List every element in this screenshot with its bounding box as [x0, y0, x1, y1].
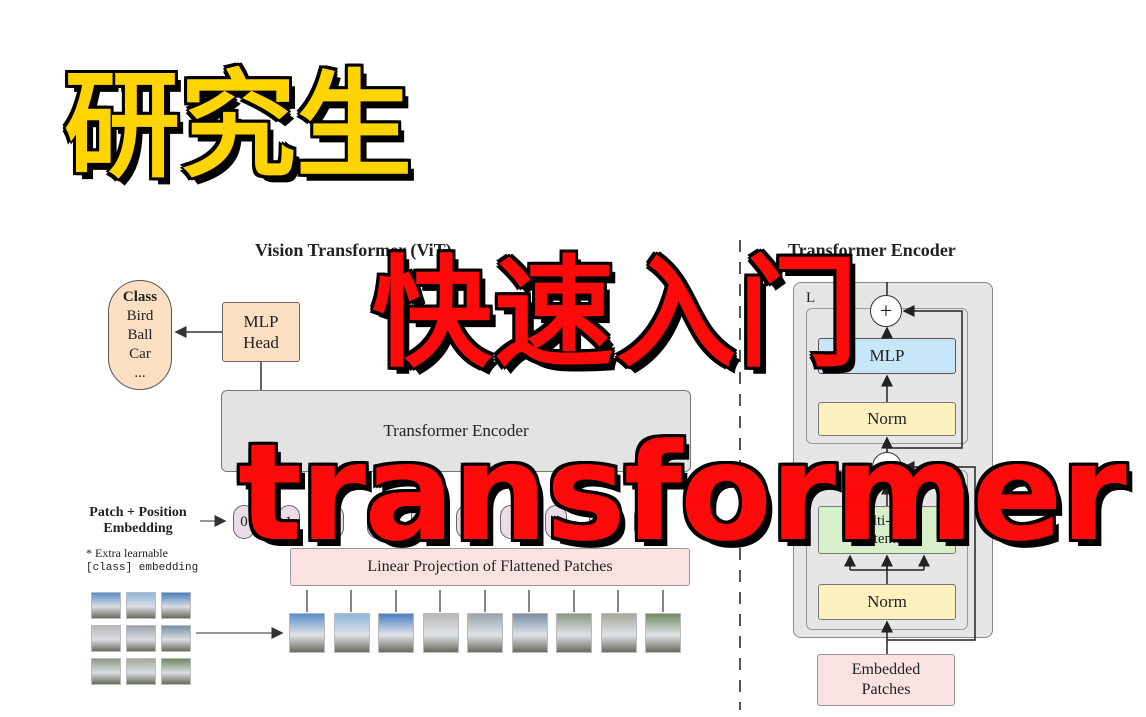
- overlay-title-red-line1: 快速入门: [372, 245, 860, 384]
- class-output-box: Class Bird Ball Car ...: [108, 280, 172, 390]
- residual-add-top: +: [870, 295, 902, 327]
- extra-note-line2: [class] embedding: [86, 562, 199, 574]
- overlay-title-yellow: 研究生: [64, 59, 412, 194]
- norm-label: Norm: [867, 592, 907, 611]
- position-token: [455, 505, 478, 539]
- vit-title: Vision Transformer (ViT): [255, 240, 452, 260]
- position-token: [500, 505, 522, 539]
- flattened-patch: [511, 613, 548, 653]
- encoder-l-label: L: [806, 290, 816, 306]
- mlp-head-box: MLP Head: [222, 302, 300, 362]
- projection-label: Linear Projection of Flattened Patches: [367, 558, 613, 575]
- multi-head-attention-box: Multi-Head Attention: [818, 506, 956, 554]
- position-token: 1: [277, 505, 300, 539]
- class-item: Car: [129, 345, 151, 362]
- plus-symbol: +: [881, 455, 893, 478]
- image-patch: [91, 658, 121, 685]
- extra-note: * Extra learnable [class] embedding: [86, 546, 198, 576]
- embedded-line1: Embedded: [851, 661, 921, 678]
- norm-label: Norm: [867, 409, 907, 428]
- encoder-norm-top: Norm: [818, 402, 956, 436]
- image-patch: [91, 625, 121, 652]
- image-patch: [126, 592, 156, 619]
- flattened-patch: [645, 613, 681, 653]
- position-token: [411, 505, 433, 539]
- encoder-norm-bottom: Norm: [818, 584, 956, 620]
- vit-transformer-encoder: Transformer Encoder: [221, 390, 691, 472]
- class-title: Class: [122, 288, 158, 305]
- embedding-label-line2: Embedding: [103, 521, 173, 536]
- image-patch: [126, 658, 156, 685]
- flattened-patch: [600, 613, 637, 653]
- residual-add-bottom: +: [872, 452, 902, 482]
- flattened-patch: [378, 613, 414, 653]
- position-token: [322, 505, 344, 539]
- flattened-patch: [333, 613, 370, 653]
- attention-line2: Attention: [858, 531, 916, 547]
- encoder-title: Transformer Encoder: [788, 240, 956, 260]
- extra-note-line1: * Extra learnable: [86, 546, 168, 560]
- image-patch: [126, 625, 156, 652]
- class-item: Ball: [127, 326, 153, 343]
- position-token: [366, 505, 389, 539]
- mlp-head-line1: MLP: [243, 312, 279, 331]
- embedding-label-line1: Patch + Position: [89, 505, 187, 520]
- plus-symbol: +: [879, 298, 893, 323]
- position-token: [633, 505, 656, 539]
- mlp-head-line2: Head: [243, 333, 279, 352]
- flattened-patch: [289, 613, 325, 653]
- image-patch: [91, 592, 121, 619]
- flattened-patch: [422, 613, 459, 653]
- overlay-title-red-line2: transformer: [238, 415, 1127, 571]
- image-patch: [161, 625, 191, 652]
- image-patch: [161, 592, 191, 619]
- encoder-mlp-label: MLP: [869, 346, 905, 365]
- position-token: 0: [233, 505, 255, 539]
- attention-line1: Multi-Head: [852, 513, 922, 529]
- embedded-line2: Patches: [861, 681, 911, 698]
- class-item: ...: [134, 364, 146, 381]
- linear-projection-box: Linear Projection of Flattened Patches: [290, 548, 690, 586]
- class-item: Bird: [126, 307, 154, 324]
- embedding-label: Patch + Position Embedding: [78, 505, 198, 537]
- embedded-patches-box: Embedded Patches: [817, 654, 955, 706]
- flattened-patch: [556, 613, 592, 653]
- encoder-mlp-box: MLP: [818, 338, 956, 374]
- vit-encoder-label: Transformer Encoder: [383, 421, 529, 440]
- position-token: 8: [589, 505, 611, 539]
- position-token: 7: [544, 505, 567, 539]
- image-patch: [161, 658, 191, 685]
- flattened-patch: [467, 613, 503, 653]
